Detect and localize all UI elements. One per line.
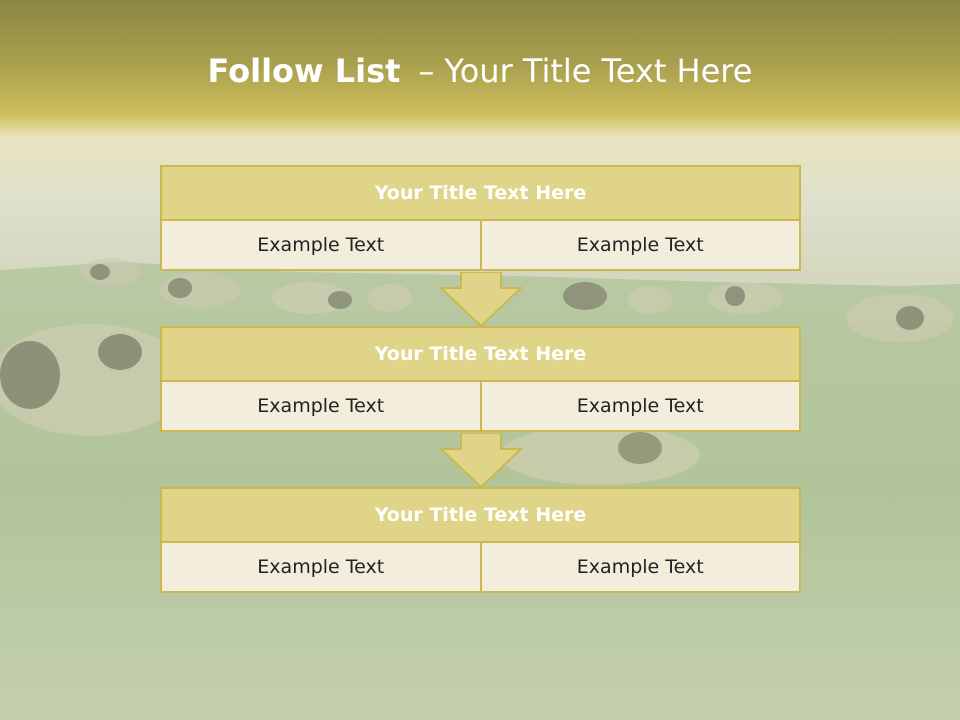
title-separator: – (418, 52, 435, 90)
down-arrow-icon (439, 433, 523, 489)
cow-herd (0, 258, 954, 485)
block-cell-left: Example Text (160, 543, 482, 593)
block-title: Your Title Text Here (160, 165, 801, 221)
block-cell-left: Example Text (160, 221, 482, 271)
block-row: Example Text Example Text (160, 221, 801, 271)
title-bold: Follow List (207, 52, 401, 90)
slide-title: Follow List–Your Title Text Here (0, 52, 960, 90)
list-block-1: Your Title Text Here Example Text Exampl… (160, 165, 801, 271)
list-block-2: Your Title Text Here Example Text Exampl… (160, 326, 801, 432)
block-title: Your Title Text Here (160, 326, 801, 382)
block-cell-right: Example Text (481, 543, 801, 593)
block-row: Example Text Example Text (160, 382, 801, 432)
block-cell-right: Example Text (481, 221, 801, 271)
block-cell-left: Example Text (160, 382, 482, 432)
list-block-3: Your Title Text Here Example Text Exampl… (160, 487, 801, 593)
title-rest: Your Title Text Here (444, 52, 753, 90)
block-title: Your Title Text Here (160, 487, 801, 543)
down-arrow-icon (439, 272, 523, 328)
block-row: Example Text Example Text (160, 543, 801, 593)
block-cell-right: Example Text (481, 382, 801, 432)
